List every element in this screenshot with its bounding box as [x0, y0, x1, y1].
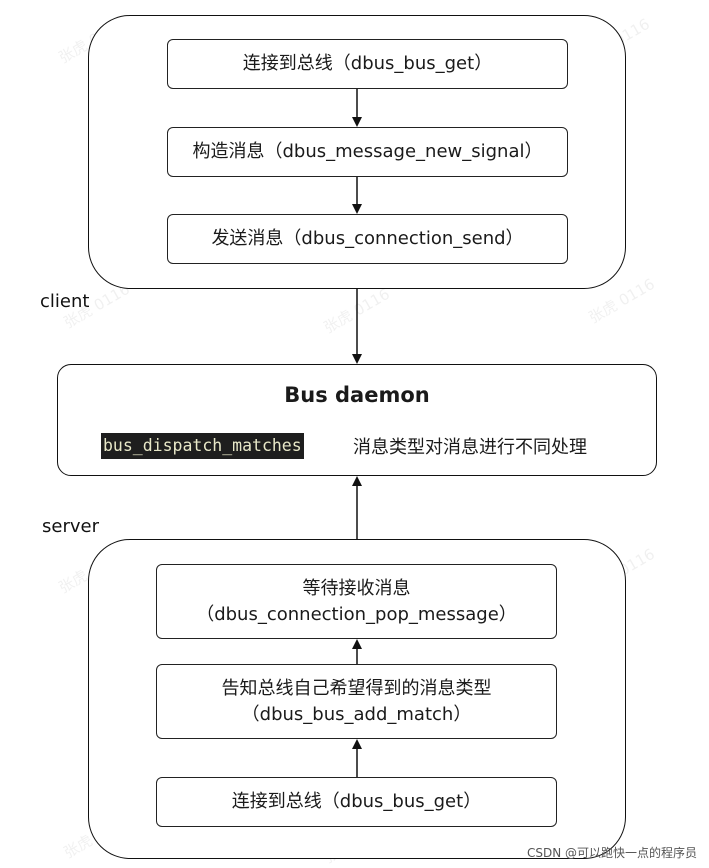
bus-daemon-box: Bus daemon bus_dispatch_matches 消息类型对消息进… [57, 364, 657, 476]
bus-daemon-title: Bus daemon [284, 383, 430, 407]
client-step-send: 发送消息（dbus_connection_send） [167, 214, 568, 264]
server-step-add-match: 告知总线自己希望得到的消息类型 （dbus_bus_add_match） [156, 664, 557, 739]
client-step-label: 连接到总线（dbus_bus_get） [242, 53, 493, 74]
footer-credit: CSDN @可以跑快一点的程序员 [526, 846, 697, 860]
bus-dispatch-code: bus_dispatch_matches [101, 433, 304, 459]
client-label: client [40, 291, 90, 312]
server-step-label: 等待接收消息 [302, 577, 411, 599]
client-step-label: 构造消息（dbus_message_new_signal） [192, 141, 543, 162]
server-step-receive: 等待接收消息 （dbus_connection_pop_message） [156, 564, 557, 639]
server-step-label: （dbus_connection_pop_message） [196, 603, 517, 625]
bus-daemon-description: 消息类型对消息进行不同处理 [353, 437, 587, 458]
client-step-label: 发送消息（dbus_connection_send） [211, 228, 524, 249]
client-step-construct: 构造消息（dbus_message_new_signal） [167, 127, 568, 177]
server-step-label: 连接到总线（dbus_bus_get） [231, 791, 482, 812]
client-step-connect: 连接到总线（dbus_bus_get） [167, 39, 568, 89]
server-label: server [42, 516, 99, 537]
server-step-connect: 连接到总线（dbus_bus_get） [156, 777, 557, 827]
server-step-label: （dbus_bus_add_match） [241, 703, 472, 725]
server-step-label: 告知总线自己希望得到的消息类型 [221, 677, 492, 699]
